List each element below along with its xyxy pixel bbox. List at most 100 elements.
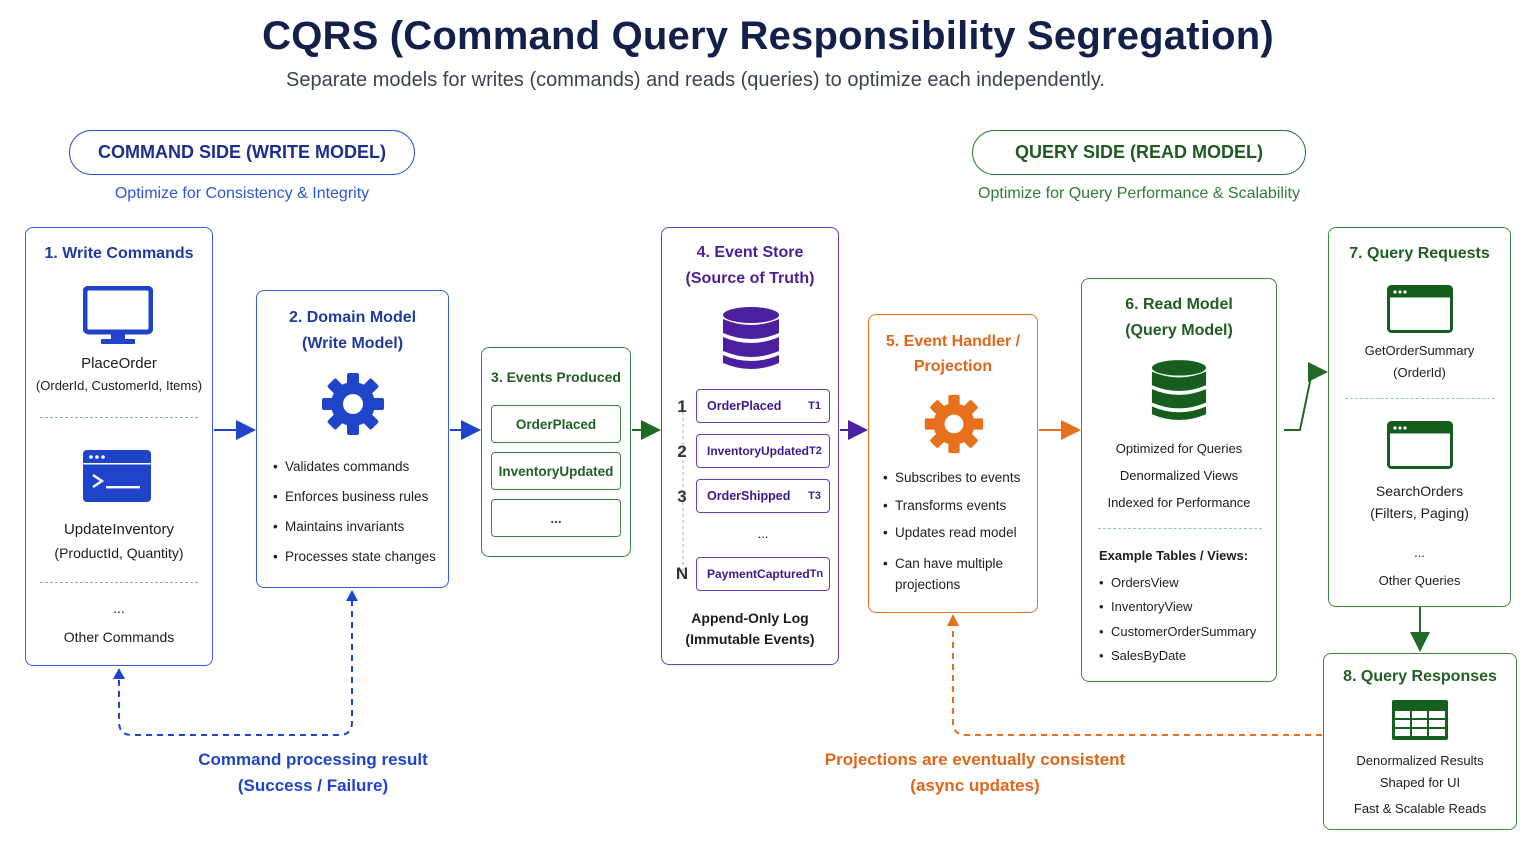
log-entry-name: InventoryUpdated [707, 444, 810, 458]
event-store-footer-sub: (Immutable Events) [685, 631, 815, 647]
domain-bullet: Validates commands [273, 459, 409, 475]
log-entry-time: T3 [808, 490, 821, 502]
commands-more: ... [113, 600, 125, 616]
log-entry-time: T1 [808, 400, 821, 412]
log-timeline [682, 400, 684, 576]
command-updateinventory-args: (ProductId, Quantity) [54, 545, 184, 561]
page-title: CQRS (Command Query Responsibility Segre… [262, 14, 1274, 58]
queries-other: Other Queries [1378, 573, 1461, 588]
handler-bullet: Updates read model [883, 525, 1017, 541]
commands-other: Other Commands [63, 629, 175, 645]
command-result-caption-sub: (Success / Failure) [237, 776, 389, 795]
query-responses-title: 8. Query Responses [1343, 668, 1497, 685]
log-entry-name: OrderPlaced [707, 399, 782, 413]
query-side-tagline: Optimize for Query Performance & Scalabi… [978, 185, 1300, 202]
read-model-feature: Indexed for Performance [1107, 495, 1251, 510]
gear-icon [924, 394, 984, 454]
log-number: 2 [677, 442, 687, 461]
read-model-example: OrdersView [1099, 575, 1179, 591]
command-result-caption: Command processing result [198, 750, 428, 769]
query-searchorders-args: (Filters, Paging) [1370, 505, 1469, 521]
read-model-title: 6. Read Model [1125, 296, 1233, 313]
table-icon [1392, 700, 1448, 740]
event-store-title: 4. Event Store [696, 244, 804, 261]
queries-more: ... [1414, 545, 1425, 560]
read-model-example: CustomerOrderSummary [1099, 624, 1256, 640]
database-icon [723, 307, 779, 369]
gear-icon [322, 373, 384, 435]
browser-window-icon [1387, 421, 1453, 469]
divider [40, 417, 198, 418]
events-produced-title: 3. Events Produced [491, 369, 621, 385]
command-placeorder-name: PlaceOrder [81, 355, 157, 372]
event-handler-title: 5. Event Handler / [885, 333, 1021, 350]
query-responses-line: Shaped for UI [1379, 775, 1461, 790]
read-model-examples-title: Example Tables / Views: [1099, 548, 1249, 563]
page-subtitle: Separate models for writes (commands) an… [286, 69, 1105, 91]
terminal-window-icon [83, 450, 151, 502]
read-model-example: SalesByDate [1099, 648, 1186, 664]
divider [1098, 528, 1262, 529]
log-number: 1 [677, 397, 687, 416]
domain-model-subtitle: (Write Model) [301, 335, 404, 352]
query-requests-title: 7. Query Requests [1349, 245, 1490, 262]
read-model-feature: Denormalized Views [1119, 468, 1239, 483]
command-updateinventory-name: UpdateInventory [63, 521, 175, 538]
event-handler-subtitle: Projection [913, 358, 993, 375]
event-store-subtitle: (Source of Truth) [685, 270, 815, 287]
query-searchorders-name: SearchOrders [1375, 483, 1464, 499]
read-model-example: InventoryView [1099, 599, 1192, 615]
arrow-readmodel-to-queries [1284, 362, 1328, 431]
event-handler-box: 5. Event Handler / Projection Subscribes… [868, 314, 1038, 613]
log-entry-orderplaced: OrderPlaced T1 [696, 389, 830, 423]
divider [1345, 398, 1495, 399]
domain-model-box: 2. Domain Model (Write Model) Validates … [256, 290, 449, 588]
feedback-domain-to-commands [118, 600, 353, 736]
write-commands-box: 1. Write Commands PlaceOrder (OrderId, C… [25, 227, 213, 666]
log-number: 3 [677, 487, 687, 506]
log-entry-time: T2 [809, 445, 822, 457]
event-more: ... [491, 499, 621, 537]
events-produced-box: 3. Events Produced OrderPlaced Inventory… [481, 347, 631, 557]
query-getordersummary-name: GetOrderSummary [1364, 343, 1475, 358]
handler-bullet: Transforms events [883, 498, 1006, 514]
write-commands-title: 1. Write Commands [44, 245, 194, 262]
event-orderplaced: OrderPlaced [491, 405, 621, 443]
log-entry-name: PaymentCaptured [707, 567, 810, 581]
log-ellipsis: ... [757, 526, 769, 541]
query-requests-box: 7. Query Requests GetOrderSummary (Order… [1328, 227, 1511, 607]
feedback-responses-to-handler [952, 624, 1322, 736]
command-placeorder-args: (OrderId, CustomerId, Items) [35, 378, 203, 393]
database-icon [1151, 360, 1207, 420]
domain-bullet: Processes state changes [273, 549, 436, 565]
browser-window-icon [1387, 285, 1453, 333]
log-number: N [675, 564, 689, 583]
event-store-box: 4. Event Store (Source of Truth) 1 Order… [661, 227, 839, 665]
query-responses-line: Denormalized Results [1356, 753, 1484, 768]
event-store-footer: Append-Only Log [691, 610, 809, 626]
read-model-subtitle: (Query Model) [1125, 322, 1233, 339]
domain-model-title: 2. Domain Model [288, 309, 417, 326]
query-responses-line: Fast & Scalable Reads [1353, 801, 1487, 816]
domain-bullet: Enforces business rules [273, 489, 428, 505]
log-entry-name: OrderShipped [707, 489, 791, 503]
query-responses-box: 8. Query Responses Denormalized Results … [1323, 653, 1517, 830]
divider [40, 582, 198, 583]
projection-consistency-caption: Projections are eventually consistent [824, 750, 1126, 769]
handler-bullet: Subscribes to events [883, 470, 1020, 486]
domain-bullet: Maintains invariants [273, 519, 404, 535]
log-entry-time: Tn [809, 568, 824, 580]
log-entry-ordershipped: OrderShipped T3 [696, 479, 830, 513]
monitor-icon [83, 286, 153, 344]
read-model-feature: Optimized for Queries [1115, 441, 1243, 456]
command-side-tagline: Optimize for Consistency & Integrity [114, 185, 370, 202]
handler-bullet: Can have multiple projections [883, 553, 1027, 595]
projection-consistency-caption-sub: (async updates) [910, 776, 1040, 795]
event-inventoryupdated: InventoryUpdated [491, 452, 621, 490]
query-side-label: QUERY SIDE (READ MODEL) [972, 130, 1306, 175]
read-model-box: 6. Read Model (Query Model) Optimized fo… [1081, 278, 1277, 682]
command-side-label: COMMAND SIDE (WRITE MODEL) [69, 130, 415, 175]
